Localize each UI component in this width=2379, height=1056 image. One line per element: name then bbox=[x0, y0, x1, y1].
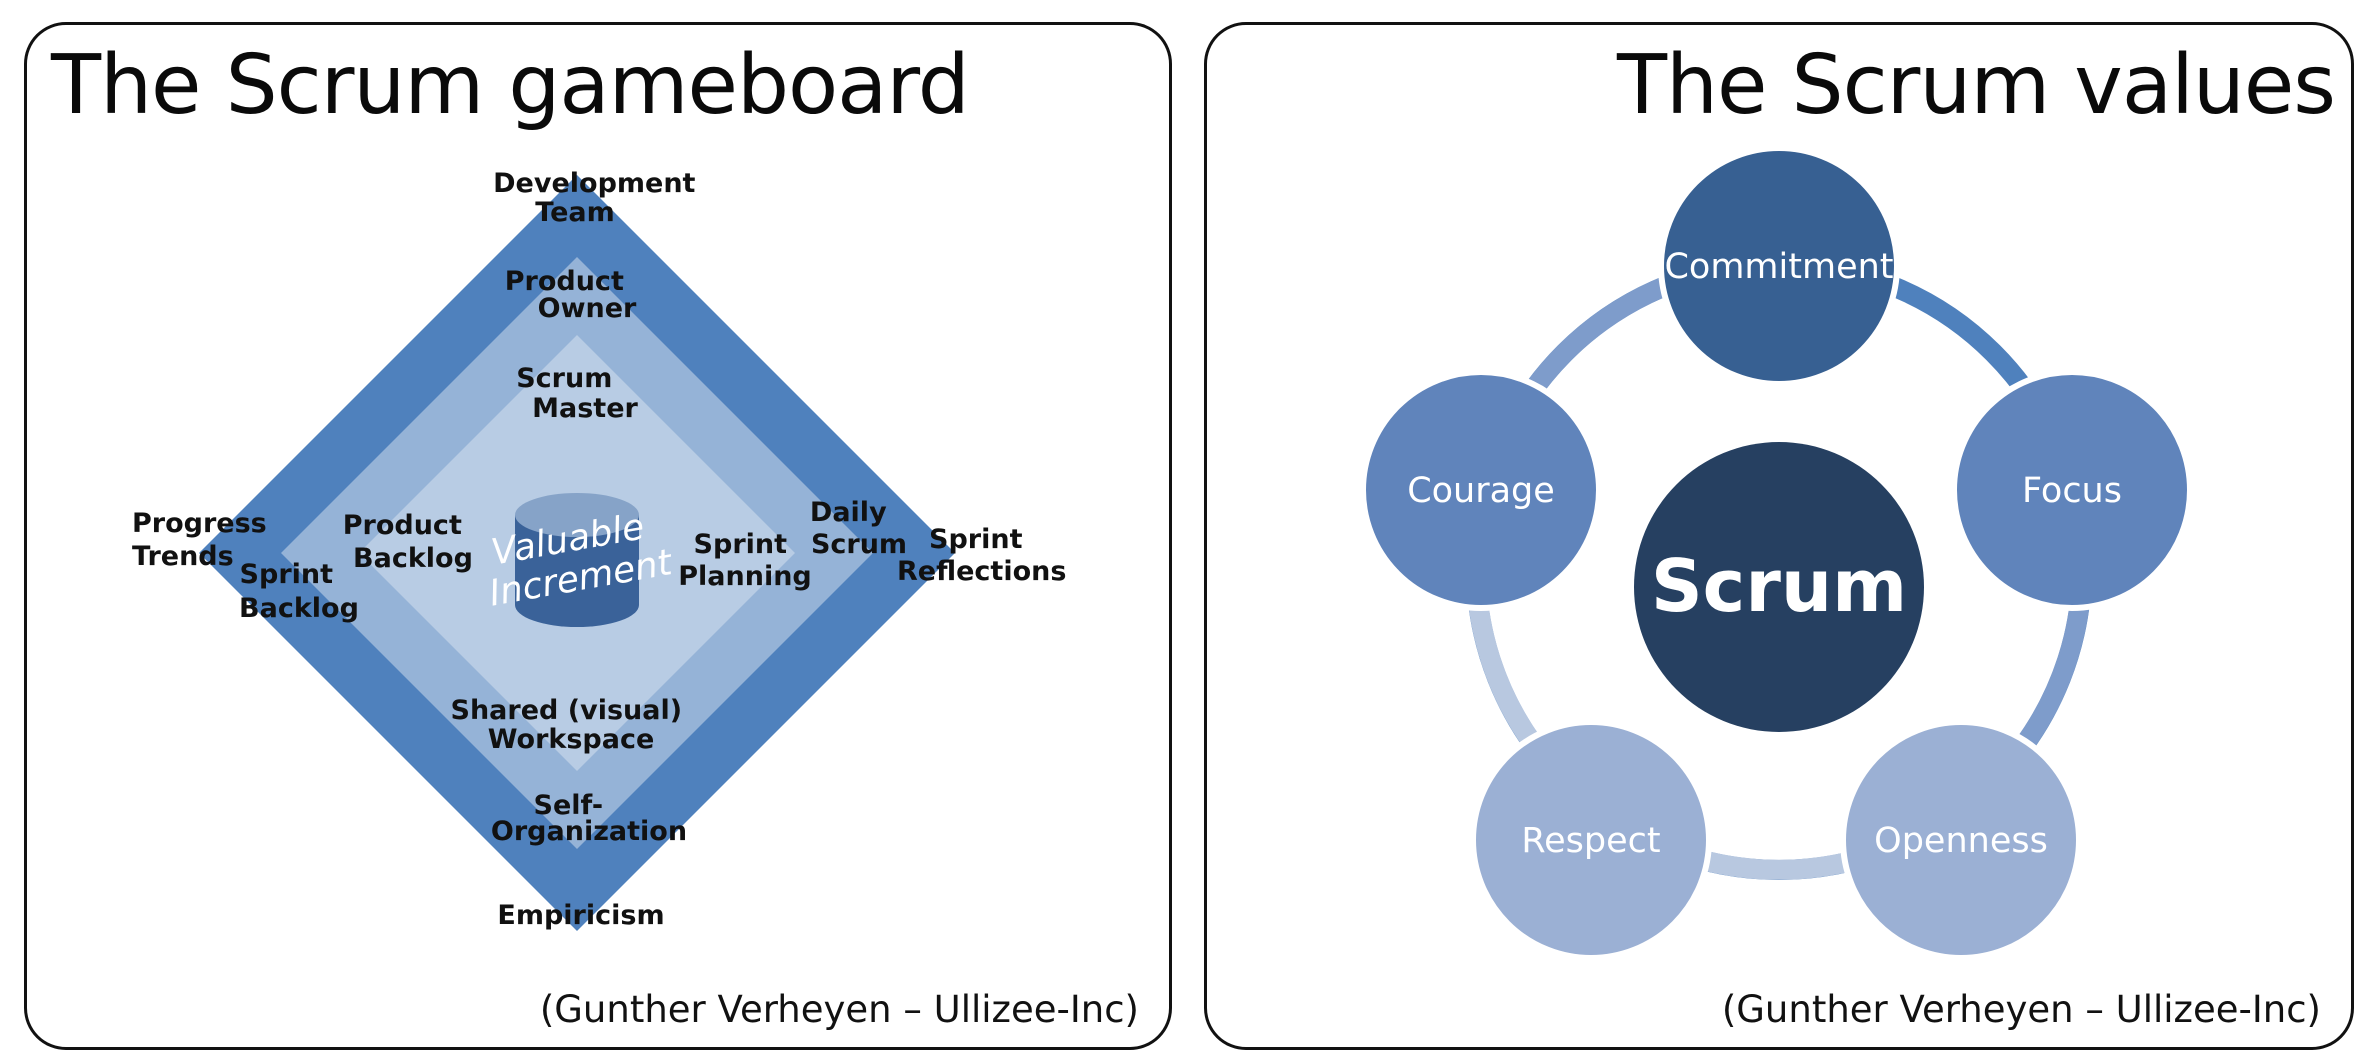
label-sprint-backlog: Sprint Backlog bbox=[239, 559, 359, 624]
value-respect: Respect bbox=[1470, 719, 1712, 961]
label-shared-workspace: Shared (visual) Workspace bbox=[451, 695, 692, 755]
value-courage-label: Courage bbox=[1407, 471, 1555, 511]
values-diagram: Scrum Commitment Focus Openness Respect … bbox=[1360, 145, 2193, 961]
center-scrum-circle bbox=[1634, 442, 1924, 732]
gameboard-title: The Scrum gameboard bbox=[51, 38, 970, 133]
label-daily-scrum: Daily Scrum bbox=[810, 497, 907, 560]
value-courage: Courage bbox=[1360, 369, 1602, 611]
value-focus-label: Focus bbox=[2022, 471, 2122, 511]
label-empiricism: Empiricism bbox=[497, 900, 664, 931]
label-product-backlog: Product Backlog bbox=[343, 510, 473, 574]
value-commitment-circle bbox=[1658, 145, 1900, 387]
label-development-team: Development Team bbox=[493, 168, 705, 228]
gameboard-credit: (Gunther Verheyen – Ullizee-Inc) bbox=[539, 988, 1139, 1031]
value-openness: Openness bbox=[1840, 719, 2082, 961]
value-focus: Focus bbox=[1951, 369, 2193, 611]
values-title: The Scrum values bbox=[1616, 38, 2336, 133]
values-panel: The Scrum values Scrum Commitment Focus … bbox=[1204, 22, 2354, 1050]
label-sprint-reflections: Sprint Reflections bbox=[897, 524, 1066, 587]
label-self-organization: Self- Organization bbox=[491, 790, 687, 847]
label-product-owner: Product Owner bbox=[505, 266, 637, 324]
label-progress-trends: Progress Trends bbox=[132, 508, 276, 572]
valuable-increment-cylinder: Valuable Increment bbox=[486, 493, 677, 627]
gameboard-panel: The Scrum gameboard Valuable Increment D… bbox=[24, 22, 1172, 1050]
values-credit: (Gunther Verheyen – Ullizee-Inc) bbox=[1721, 988, 2321, 1031]
gameboard-diagram: Valuable Increment Development Team Prod… bbox=[132, 168, 1066, 931]
value-openness-circle bbox=[1840, 719, 2082, 961]
value-respect-circle bbox=[1470, 719, 1712, 961]
value-respect-label: Respect bbox=[1521, 821, 1660, 861]
value-openness-label: Openness bbox=[1874, 821, 2048, 861]
value-focus-circle bbox=[1951, 369, 2193, 611]
value-commitment: Commitment bbox=[1658, 145, 1900, 387]
center-scrum-label: Scrum bbox=[1651, 544, 1907, 628]
label-sprint-planning: Sprint Planning bbox=[678, 529, 812, 592]
label-scrum-master: Scrum Master bbox=[516, 363, 638, 424]
value-courage-circle bbox=[1360, 369, 1602, 611]
value-commitment-label: Commitment bbox=[1664, 247, 1893, 287]
